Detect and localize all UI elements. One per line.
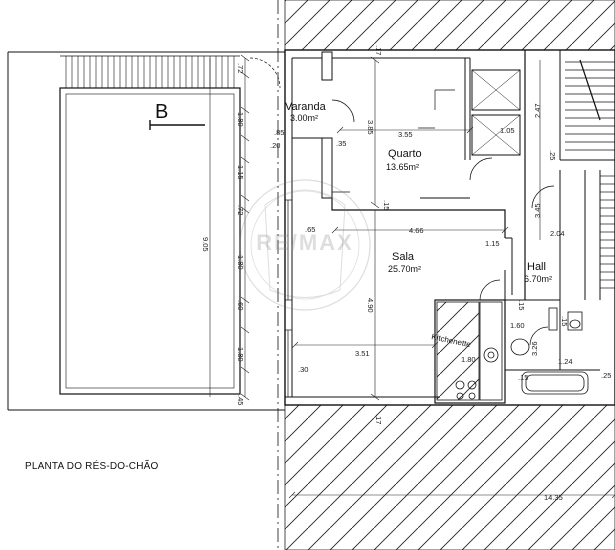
remax-watermark xyxy=(239,179,371,311)
dim-72-b: .72 xyxy=(236,205,245,215)
stairs xyxy=(565,59,615,289)
terrace-left xyxy=(59,55,241,395)
dim-3-51: 3.51 xyxy=(355,349,370,358)
dim-1-24: 1.24 xyxy=(558,357,573,366)
dim-1-15-sala: 1.15 xyxy=(485,239,500,248)
dim-60: .60 xyxy=(236,300,245,310)
plan-caption: PLANTA DO RÉS-DO-CHÃO xyxy=(25,459,158,472)
dim-15-b: .15 xyxy=(518,373,528,382)
section-marker-b: B xyxy=(155,101,168,123)
dim-1-60: 1.60 xyxy=(510,321,525,330)
dimension-lines xyxy=(209,54,615,499)
dim-65: .65 xyxy=(305,225,315,234)
hatched-areas xyxy=(284,0,615,550)
room-area-varanda: 3.00m² xyxy=(290,113,318,123)
dim-1-80-kitchen: 1.80 xyxy=(461,355,476,364)
dim-3-85: 3.85 xyxy=(366,120,375,135)
dim-3-26: 3.26 xyxy=(530,341,539,356)
dim-2-04: 2.04 xyxy=(550,229,565,238)
dim-2-47: 2.47 xyxy=(533,103,542,118)
dim-4-66: 4.66 xyxy=(409,226,424,235)
apartment-walls xyxy=(284,49,615,406)
watermark-text: RE/MAX xyxy=(256,230,354,255)
room-name-sala: Sala xyxy=(392,251,415,263)
dim-25-a: .25 xyxy=(548,150,557,160)
room-area-sala: 25.70m² xyxy=(388,264,421,274)
dim-9-05: 9.05 xyxy=(201,237,210,252)
dim-17-top: .17 xyxy=(374,45,383,55)
kitchen-sink xyxy=(483,347,499,363)
room-name-hall: Hall xyxy=(527,261,546,273)
kitchen-counter xyxy=(436,301,480,401)
dim-15-c: .15 xyxy=(517,300,526,310)
dim-85: .85 xyxy=(274,128,284,137)
dim-1-80-low: 1.80 xyxy=(236,347,245,362)
bathtub xyxy=(521,371,589,395)
plot-boundary xyxy=(7,0,285,550)
dim-17-bot: .17 xyxy=(374,414,383,424)
dim-3-45: 3.45 xyxy=(533,203,542,218)
dim-3-55: 3.55 xyxy=(398,130,413,139)
toilet xyxy=(567,311,583,331)
room-area-hall: 6.70m² xyxy=(524,274,552,284)
dim-72-a: .72 xyxy=(236,63,245,73)
hatch-bottom xyxy=(285,405,615,550)
dim-35: .35 xyxy=(336,139,346,148)
dim-1-80-mid: 1.80 xyxy=(236,255,245,270)
dim-25-b: .25 xyxy=(601,371,611,380)
windows xyxy=(285,199,292,397)
dim-1-15-left: 1.15 xyxy=(236,165,245,180)
dim-20: .20 xyxy=(270,141,280,150)
dimension-labels: 3.55 4.66 3.51 14.35 9.05 3.85 4.90 3.45… xyxy=(201,45,611,502)
dim-1-05: 1.05 xyxy=(500,126,515,135)
doors xyxy=(249,57,555,346)
room-name-quarto: Quarto xyxy=(388,148,422,160)
dim-15-d: .15 xyxy=(560,316,569,326)
dim-15-a: .15 xyxy=(382,200,391,210)
dim-1-80-top: 1.80 xyxy=(236,112,245,127)
dim-30: .30 xyxy=(298,365,308,374)
dim-45: .45 xyxy=(236,395,245,405)
room-area-quarto: 13.65m² xyxy=(386,162,419,172)
stove xyxy=(455,380,477,400)
room-name-varanda: Varanda xyxy=(285,101,327,113)
hatch-top xyxy=(285,0,615,50)
dim-14-35: 14.35 xyxy=(544,493,563,502)
washbasin xyxy=(510,338,530,356)
fixtures xyxy=(436,301,589,401)
dim-4-90: 4.90 xyxy=(366,298,375,313)
